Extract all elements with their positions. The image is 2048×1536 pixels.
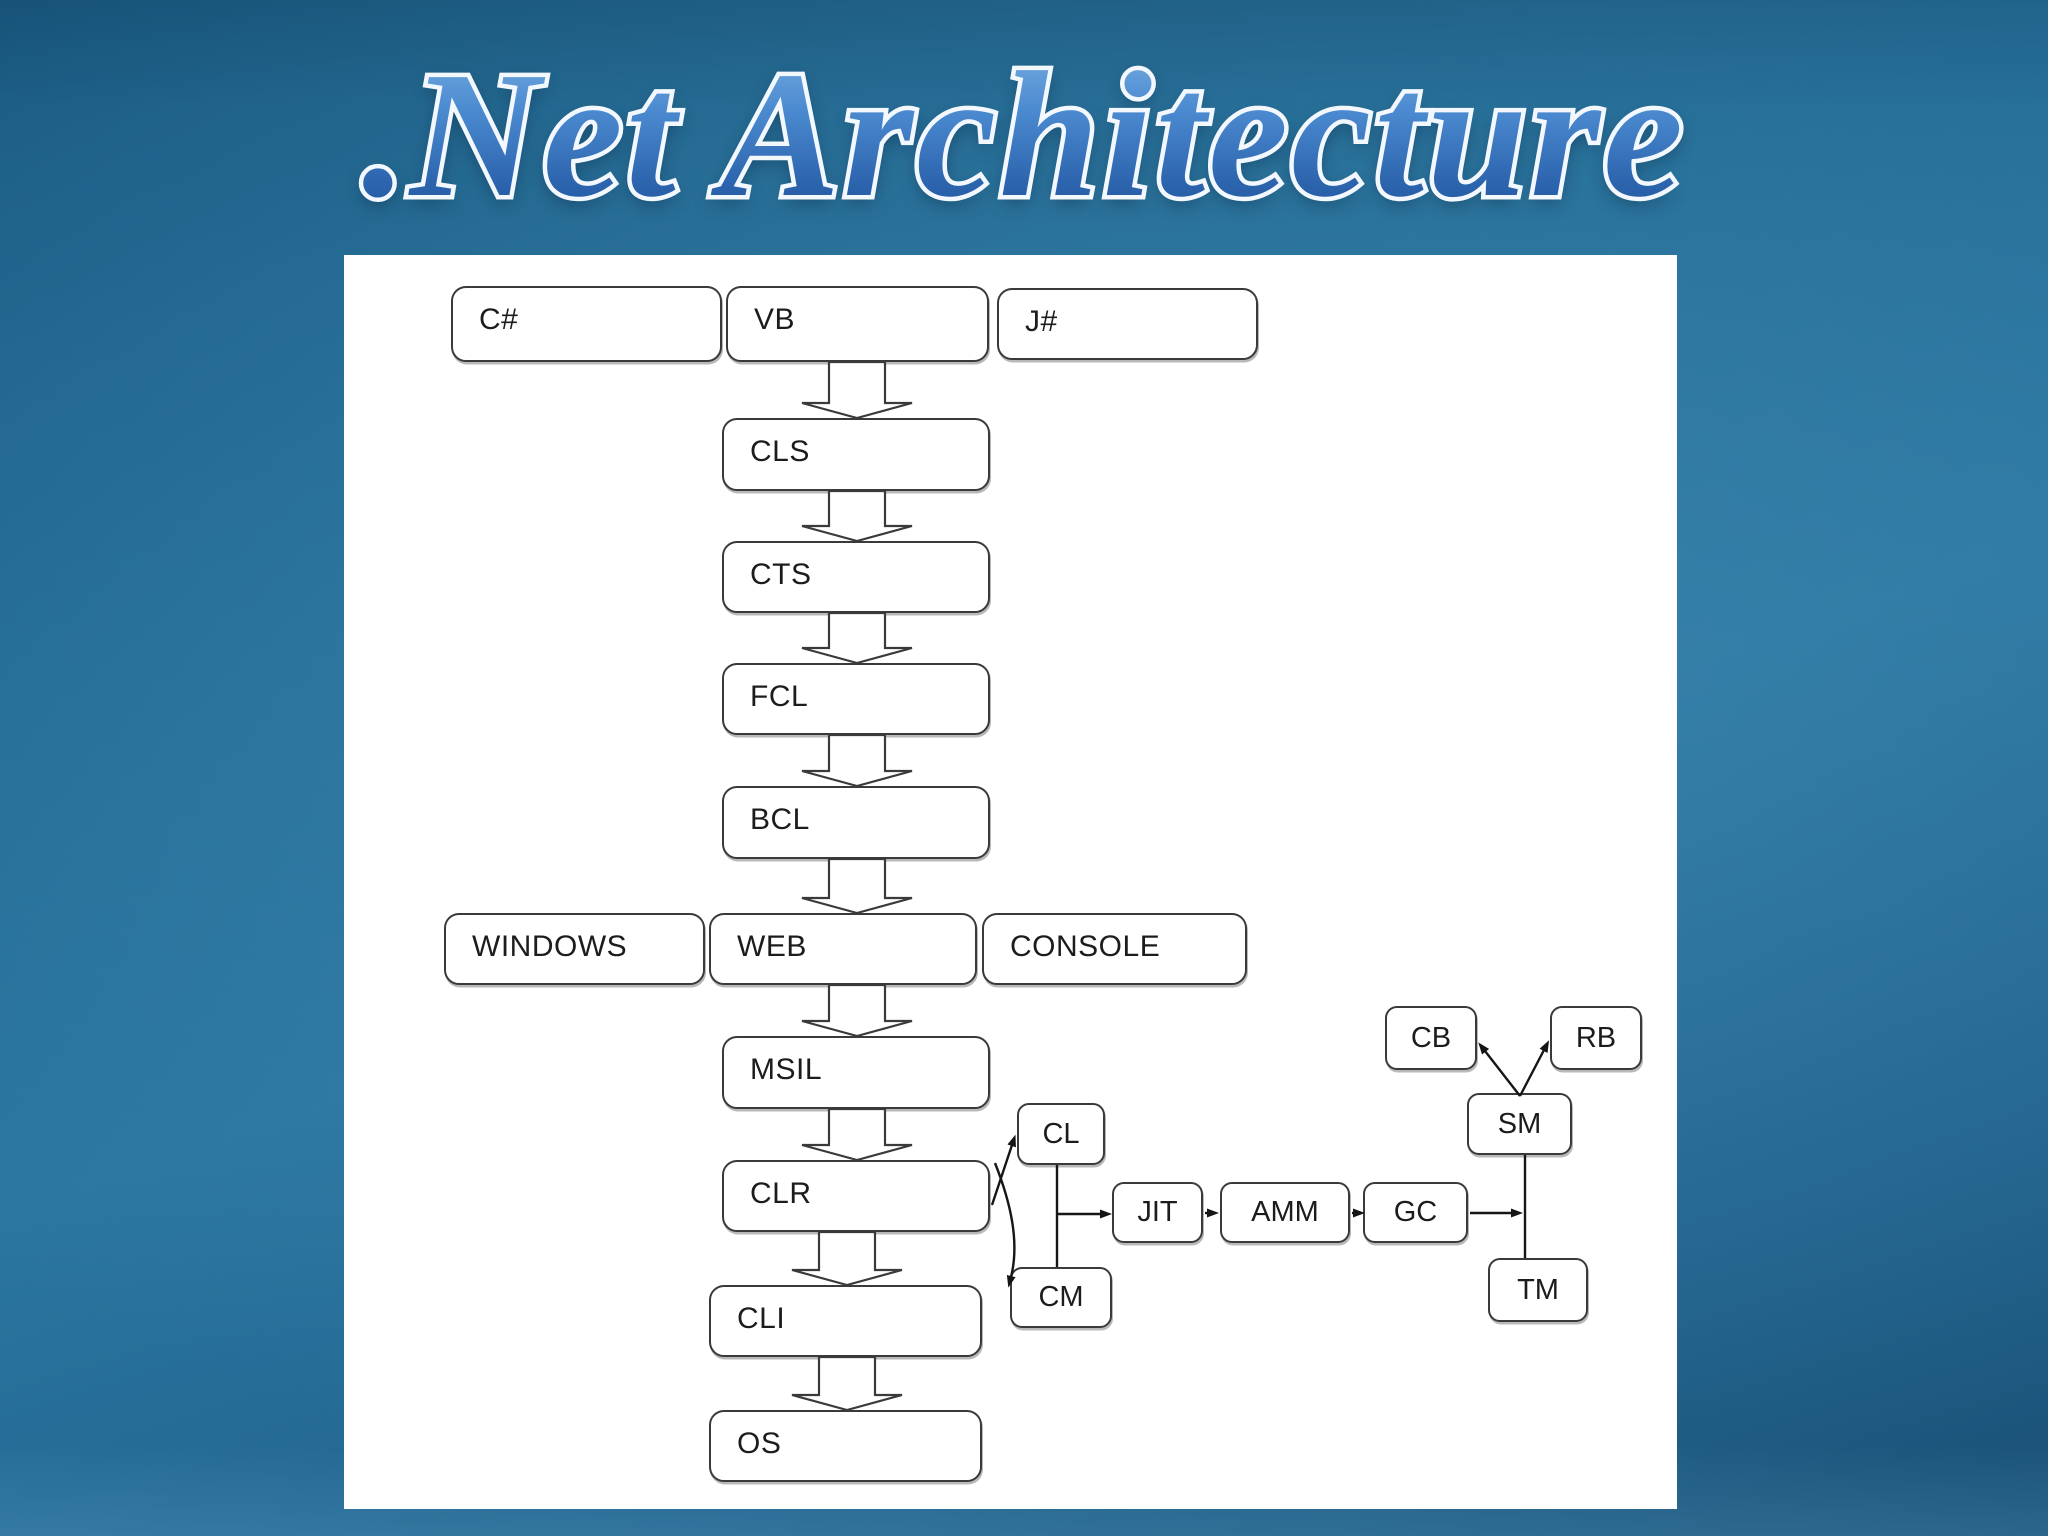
arrow-cts-fcl <box>801 611 913 665</box>
arrow-cli-os <box>791 1355 903 1412</box>
node-os: OS <box>709 1410 982 1482</box>
node-cl: CL <box>1017 1103 1105 1165</box>
node-cli: CLI <box>709 1285 982 1357</box>
node-cm: CM <box>1010 1267 1112 1328</box>
arrow-fcl-bcl <box>801 733 913 788</box>
slide-title: .Net Architecture .Net Architecture <box>0 31 2048 264</box>
node-jsharp: J# <box>997 288 1258 360</box>
node-fcl: FCL <box>722 663 990 735</box>
node-cts: CTS <box>722 541 990 613</box>
node-sm: SM <box>1467 1093 1572 1155</box>
node-tm: TM <box>1488 1258 1588 1322</box>
arrow-clr-cli <box>791 1230 903 1287</box>
node-jit: JIT <box>1112 1182 1203 1243</box>
arrow-clr-cm <box>993 1162 1016 1288</box>
node-msil: MSIL <box>722 1036 990 1109</box>
node-cls: CLS <box>722 418 990 491</box>
node-web: WEB <box>709 913 977 985</box>
arrow-web-msil <box>801 983 913 1038</box>
arrow-cls-cts <box>801 489 913 543</box>
arrow-msil-clr <box>801 1107 913 1162</box>
node-console: CONSOLE <box>982 913 1247 985</box>
node-csharp: C# <box>451 286 722 362</box>
arrow-clr-cl <box>990 1134 1016 1206</box>
node-windows: WINDOWS <box>444 913 705 985</box>
arrow-bcl-web <box>801 857 913 915</box>
node-bcl: BCL <box>722 786 990 859</box>
arrow-sm-rb <box>1518 1040 1550 1097</box>
node-rb: RB <box>1550 1006 1642 1070</box>
diagram-panel: C# VB J# CLS CTS FCL BCL WINDOWS WEB CON… <box>344 255 1677 1509</box>
node-gc: GC <box>1363 1182 1468 1243</box>
node-clr: CLR <box>722 1160 990 1232</box>
slide-title-outline: .Net Architecture <box>0 31 2048 239</box>
node-vb: VB <box>726 286 989 362</box>
node-amm: AMM <box>1220 1182 1350 1243</box>
node-cb: CB <box>1385 1006 1477 1070</box>
slide-title-text: .Net Architecture <box>0 34 2048 236</box>
arrow-vb-cls <box>801 360 913 420</box>
arrow-sm-cb <box>1478 1042 1521 1097</box>
